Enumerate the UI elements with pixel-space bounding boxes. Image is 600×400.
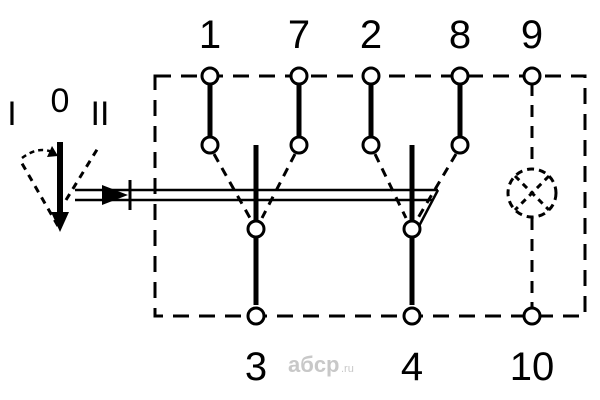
pin-label-7: 7 (288, 13, 310, 57)
position-label-I: I (7, 95, 16, 133)
terminal-8 (450, 66, 470, 86)
lamp-icon-cross-2 (513, 174, 551, 212)
terminal-3 (246, 306, 266, 326)
actuator-arrow-head (51, 212, 69, 232)
terminal-2 (361, 66, 381, 86)
watermark-logo: aбcp .ru (288, 352, 354, 377)
contact-2 (361, 135, 381, 155)
actuator-swing-arc (21, 148, 53, 160)
terminal-1 (200, 66, 220, 86)
pin-label-4: 4 (401, 345, 423, 389)
pin-label-2: 2 (360, 13, 382, 57)
terminal-9 (522, 66, 542, 86)
position-label-0: 0 (51, 82, 70, 120)
pin-label-1: 1 (199, 13, 221, 57)
linkage-arrow-head (102, 185, 128, 205)
contact-path-2-4 (373, 153, 408, 219)
contact-7 (289, 135, 309, 155)
pin-label-10: 10 (510, 345, 555, 389)
position-label-II: II (91, 95, 110, 133)
actuator-position-II (64, 147, 100, 201)
terminal-10 (522, 306, 542, 326)
watermark-tld: .ru (341, 363, 354, 375)
contact-8 (450, 135, 470, 155)
contact-path-7-3 (260, 153, 297, 219)
contact-path-1-3 (212, 153, 252, 219)
terminal-7 (289, 66, 309, 86)
pivot-3 (246, 219, 266, 239)
contact-1 (200, 135, 220, 155)
actuator-swing-arrow (47, 146, 58, 157)
pin-label-3: 3 (245, 345, 267, 389)
pivot-4 (402, 219, 422, 239)
watermark-brand: aбcp (288, 352, 340, 377)
pin-label-9: 9 (521, 13, 543, 57)
pin-label-8: 8 (449, 13, 471, 57)
linkage-bar-end (416, 189, 440, 229)
terminal-4 (402, 306, 422, 326)
actuator-position-I (18, 159, 60, 227)
lamp-icon (506, 167, 558, 219)
contact-path-8-4 (416, 153, 458, 219)
